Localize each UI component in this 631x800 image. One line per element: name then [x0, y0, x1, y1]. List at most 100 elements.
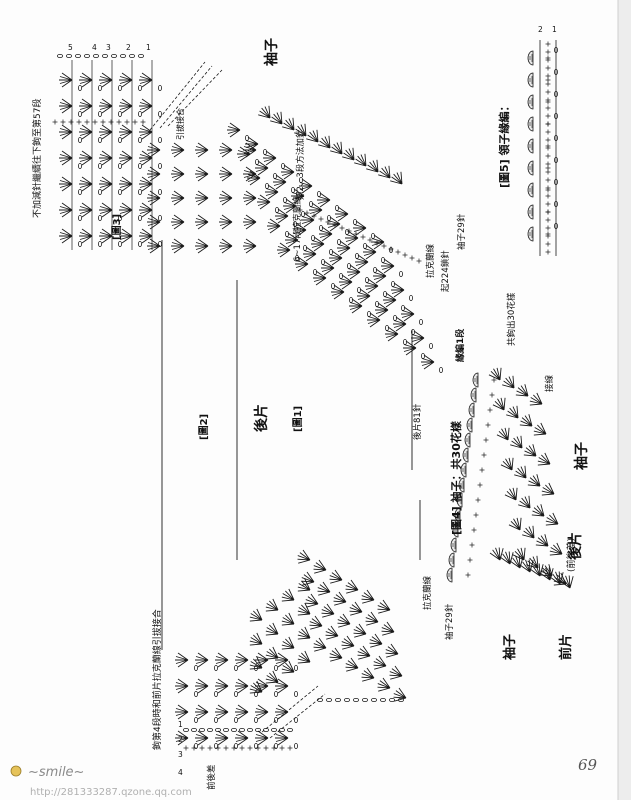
chain-stitch: [344, 228, 350, 236]
fan-stitch: [390, 282, 405, 298]
chain-stitch: [93, 54, 99, 58]
fan-stitch: [330, 284, 345, 300]
fan-stitch: [348, 298, 363, 314]
chain-stitch: [98, 214, 102, 222]
label-edge1: 緣編1段: [454, 328, 466, 362]
chain-stitch: [78, 162, 82, 170]
label-back-front: 後片: [567, 532, 584, 560]
fan-stitch: [174, 678, 189, 694]
fan-stitch: [375, 163, 396, 183]
fan-stitch: [302, 592, 321, 612]
fan-stitch: [356, 288, 371, 304]
fan-stitch: [490, 394, 511, 414]
mid-motif-block: [294, 548, 409, 706]
fan-stitch: [382, 292, 397, 308]
chain-stitch: [320, 258, 326, 266]
fan-stitch: [346, 600, 365, 620]
flower-icon: [10, 765, 22, 777]
chain-stitch: [438, 366, 444, 374]
chain-stitch: [137, 240, 143, 248]
chain-stitch: [293, 691, 299, 697]
fan-stitch: [546, 540, 566, 561]
chain-stitch: [157, 136, 163, 144]
chain-stitch: [206, 728, 214, 732]
chain-stitch: [308, 200, 314, 208]
label-pick30: 共鉤出30花樣: [506, 292, 517, 346]
fan-stitch: [118, 124, 133, 140]
chain-stitch: [390, 280, 396, 288]
label-front-piece: 前片: [558, 634, 574, 660]
chain-stitch: [157, 214, 163, 222]
fan-stitch: [218, 166, 233, 182]
chain-stitch: [316, 698, 324, 702]
fan-stitch: [334, 206, 349, 222]
fan-stitch: [278, 610, 298, 631]
fan-stitch: [254, 160, 269, 176]
chain-stitch: [392, 314, 398, 322]
shell-stitch: [468, 402, 475, 418]
label-join-front-back: 鉤第4段時和前片拉克蘭線引拔接合: [151, 609, 163, 750]
shell-stitch: [527, 138, 534, 154]
chain-stitch: [398, 270, 404, 278]
shell-stitch: [446, 567, 453, 583]
chain-stitch: [264, 182, 270, 190]
chain-stitch: [312, 268, 318, 276]
fan-stitch: [503, 403, 524, 423]
fan-stitch: [498, 454, 519, 474]
fan-stitch: [502, 484, 523, 504]
fan-stitch: [214, 652, 229, 668]
chain-stitch: [382, 290, 388, 298]
label-sleeve-bottom: 袖子: [502, 634, 518, 660]
fan-stitch: [255, 103, 276, 123]
chain-stitch: [316, 190, 322, 198]
shell-stitch: [470, 387, 477, 403]
svg-text:1: 1: [146, 43, 151, 52]
row-numbers-top: 5 4 3 2 1: [68, 43, 151, 52]
row-numbers-collar: 2 1: [538, 25, 557, 34]
sleeve-motif-block: [446, 364, 578, 591]
chain-stitch: [428, 342, 434, 350]
fan-stitch: [274, 208, 289, 224]
svg-text:2: 2: [538, 25, 543, 34]
chain-stitch: [400, 304, 406, 312]
label-sleeve29-bottom: 袖子29針: [444, 603, 455, 640]
fan-stitch: [352, 220, 367, 236]
fan-stitch: [194, 704, 209, 720]
join-dash-lines: [149, 61, 223, 131]
chain-stitch: [286, 728, 294, 732]
chain-stitch: [284, 230, 290, 238]
fan-stitch: [146, 214, 161, 230]
fan-stitch: [362, 610, 381, 630]
svg-text:4: 4: [178, 768, 183, 777]
join-dash-lines-lower: [261, 685, 326, 739]
shell-stitch: [527, 116, 534, 132]
label-back-front-sub: (前後差): [565, 538, 577, 572]
chain-stitch: [98, 188, 102, 196]
chain-stitch: [262, 148, 268, 156]
chain-stitch: [356, 286, 362, 294]
fan-stitch: [511, 463, 532, 483]
chain-stitch: [137, 136, 143, 144]
chain-stitch: [78, 240, 82, 248]
fan-stitch: [78, 202, 93, 218]
svg-text:3: 3: [178, 750, 183, 759]
chain-stitch: [273, 665, 279, 671]
label-join: 接線: [544, 374, 555, 392]
fan-stitch: [303, 127, 324, 147]
chain-stitch: [362, 242, 368, 250]
chain-stitch: [120, 54, 126, 58]
chain-stitch: [372, 266, 378, 274]
chain-stitch: [364, 276, 370, 284]
fan-stitch: [366, 632, 385, 652]
chain-stitch: [98, 85, 102, 91]
chain-stitch: [302, 244, 308, 252]
fan-stitch: [58, 72, 73, 88]
label-sleeve-top: 袖子: [263, 38, 280, 66]
fan-stitch: [262, 596, 282, 617]
fan-stitch: [218, 190, 233, 206]
chain-stitch: [282, 196, 288, 204]
fan-stitch: [214, 678, 229, 694]
fan-stitch: [98, 176, 113, 192]
fan-stitch: [410, 330, 425, 346]
fan-stitch: [264, 184, 279, 200]
